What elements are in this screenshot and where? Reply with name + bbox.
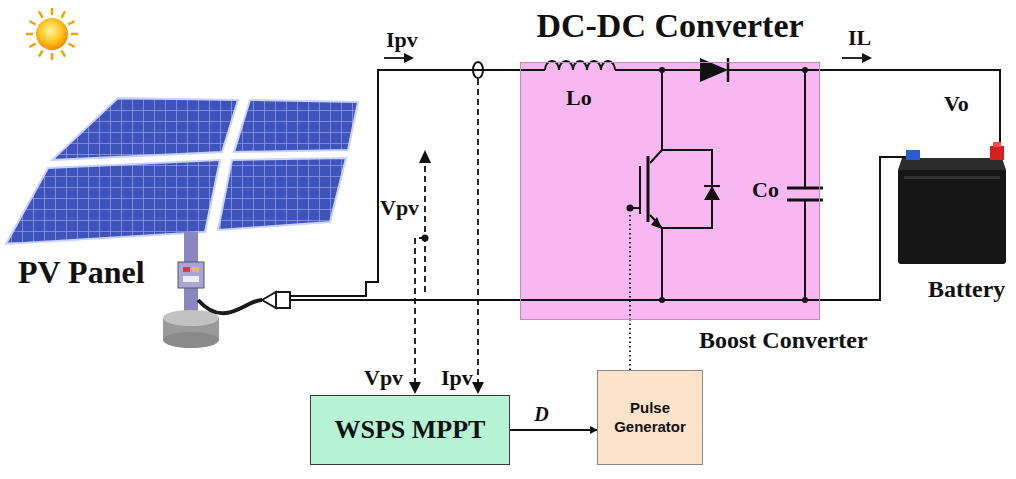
junction-dot (802, 67, 808, 73)
box-label: WSPS MPPT (335, 415, 486, 445)
circuit-wire (650, 215, 662, 300)
component-label: Co (752, 178, 779, 202)
current-arrow (842, 57, 864, 59)
signal-name: D (534, 404, 548, 424)
circuit-wire (804, 70, 806, 188)
sun-icon (51, 8, 54, 15)
block-title: DC-DC Converter (521, 7, 819, 44)
sun-icon (26, 8, 78, 60)
sun-icon (39, 11, 43, 17)
signal-name: Ipv (441, 366, 473, 390)
panel-pole (192, 267, 199, 272)
part-name: PV Panel (18, 255, 145, 290)
sun-icon (26, 33, 33, 36)
current-arrow (862, 53, 872, 63)
panel-pole (163, 232, 219, 348)
solar-panel-array (218, 158, 346, 230)
sun-icon (36, 18, 68, 50)
gate-signal-line (629, 320, 631, 370)
battery-icon (993, 142, 1001, 147)
circuit-wire (650, 70, 662, 163)
part-name: Battery (928, 276, 1005, 302)
current-label: Ipv (386, 28, 418, 52)
panel-pole (163, 332, 219, 348)
circuit-wire (662, 150, 712, 228)
sun-icon (29, 44, 35, 48)
pv-cable (262, 292, 276, 308)
voltage-label: Vo (944, 92, 969, 116)
battery-icon (904, 176, 1000, 179)
igbt-symbol (651, 217, 662, 229)
voltage-sense (409, 382, 421, 394)
igbt-symbol (704, 185, 720, 187)
inductor-symbol (545, 70, 615, 71)
igbt-symbol (629, 212, 631, 320)
signal-arrow (510, 429, 597, 431)
battery-icon (990, 146, 1004, 160)
circuit-wire (615, 69, 700, 71)
voltage-label: Vpv (380, 196, 419, 220)
junction-dot (659, 67, 808, 303)
inductor-symbol (545, 70, 615, 71)
pv-cable (276, 292, 290, 308)
current-arrow (404, 53, 414, 63)
capacitor-symbol (787, 188, 823, 200)
current-sensor (477, 79, 479, 384)
circuit-wire (290, 61, 1000, 300)
current-sensor (472, 382, 484, 394)
sun-icon (68, 21, 74, 25)
solar-panel-array (6, 160, 220, 244)
pulse-generator-box: Pulse Generator (597, 370, 703, 465)
solar-panel-array (52, 98, 238, 160)
capacitor-symbol (787, 199, 823, 202)
capacitor-symbol (787, 187, 823, 190)
current-arrow (384, 57, 406, 59)
circuit-wire (290, 70, 545, 296)
circuit-wire (728, 70, 1000, 148)
current-sensor (473, 62, 483, 78)
controller-box: WSPS MPPT (310, 395, 510, 465)
solar-panel-array (234, 100, 358, 152)
panel-pole (184, 232, 198, 322)
voltage-sense (419, 150, 431, 163)
sun-icon (29, 21, 35, 25)
circuit-wire (290, 157, 906, 300)
voltage-sense (424, 162, 426, 292)
junction-dot (802, 297, 808, 303)
sun-icon (51, 53, 54, 60)
component-label: Lo (566, 86, 592, 110)
igbt-symbol (647, 156, 650, 222)
signal-name: Vpv (364, 366, 403, 390)
current-sensor (472, 62, 484, 394)
battery-icon (898, 142, 1006, 264)
igbt-symbol (627, 156, 721, 320)
igbt-symbol (639, 166, 641, 214)
sun-icon (68, 44, 74, 48)
junction-dot (659, 67, 665, 73)
panel-pole (178, 262, 204, 288)
sun-icon (62, 11, 66, 17)
block-caption: Boost Converter (699, 327, 868, 353)
pv-cable (198, 300, 262, 313)
current-label: IL (848, 26, 871, 50)
voltage-sense (409, 150, 431, 394)
panel-pole (183, 276, 199, 282)
sun-icon (39, 50, 43, 56)
solar-panel-array (6, 98, 358, 244)
converter-fill (520, 62, 820, 320)
battery-icon (906, 150, 920, 160)
igbt-symbol (704, 186, 720, 200)
junction-dot (659, 297, 665, 303)
box-label: Pulse Generator (604, 399, 696, 437)
voltage-sense (415, 238, 425, 384)
panel-pole (183, 267, 190, 272)
sun-icon (62, 50, 66, 56)
igbt-symbol (627, 205, 634, 212)
pv-cable (198, 292, 290, 313)
sun-icon (71, 33, 78, 36)
circuit-wire (804, 200, 806, 300)
battery-icon (898, 168, 1006, 264)
